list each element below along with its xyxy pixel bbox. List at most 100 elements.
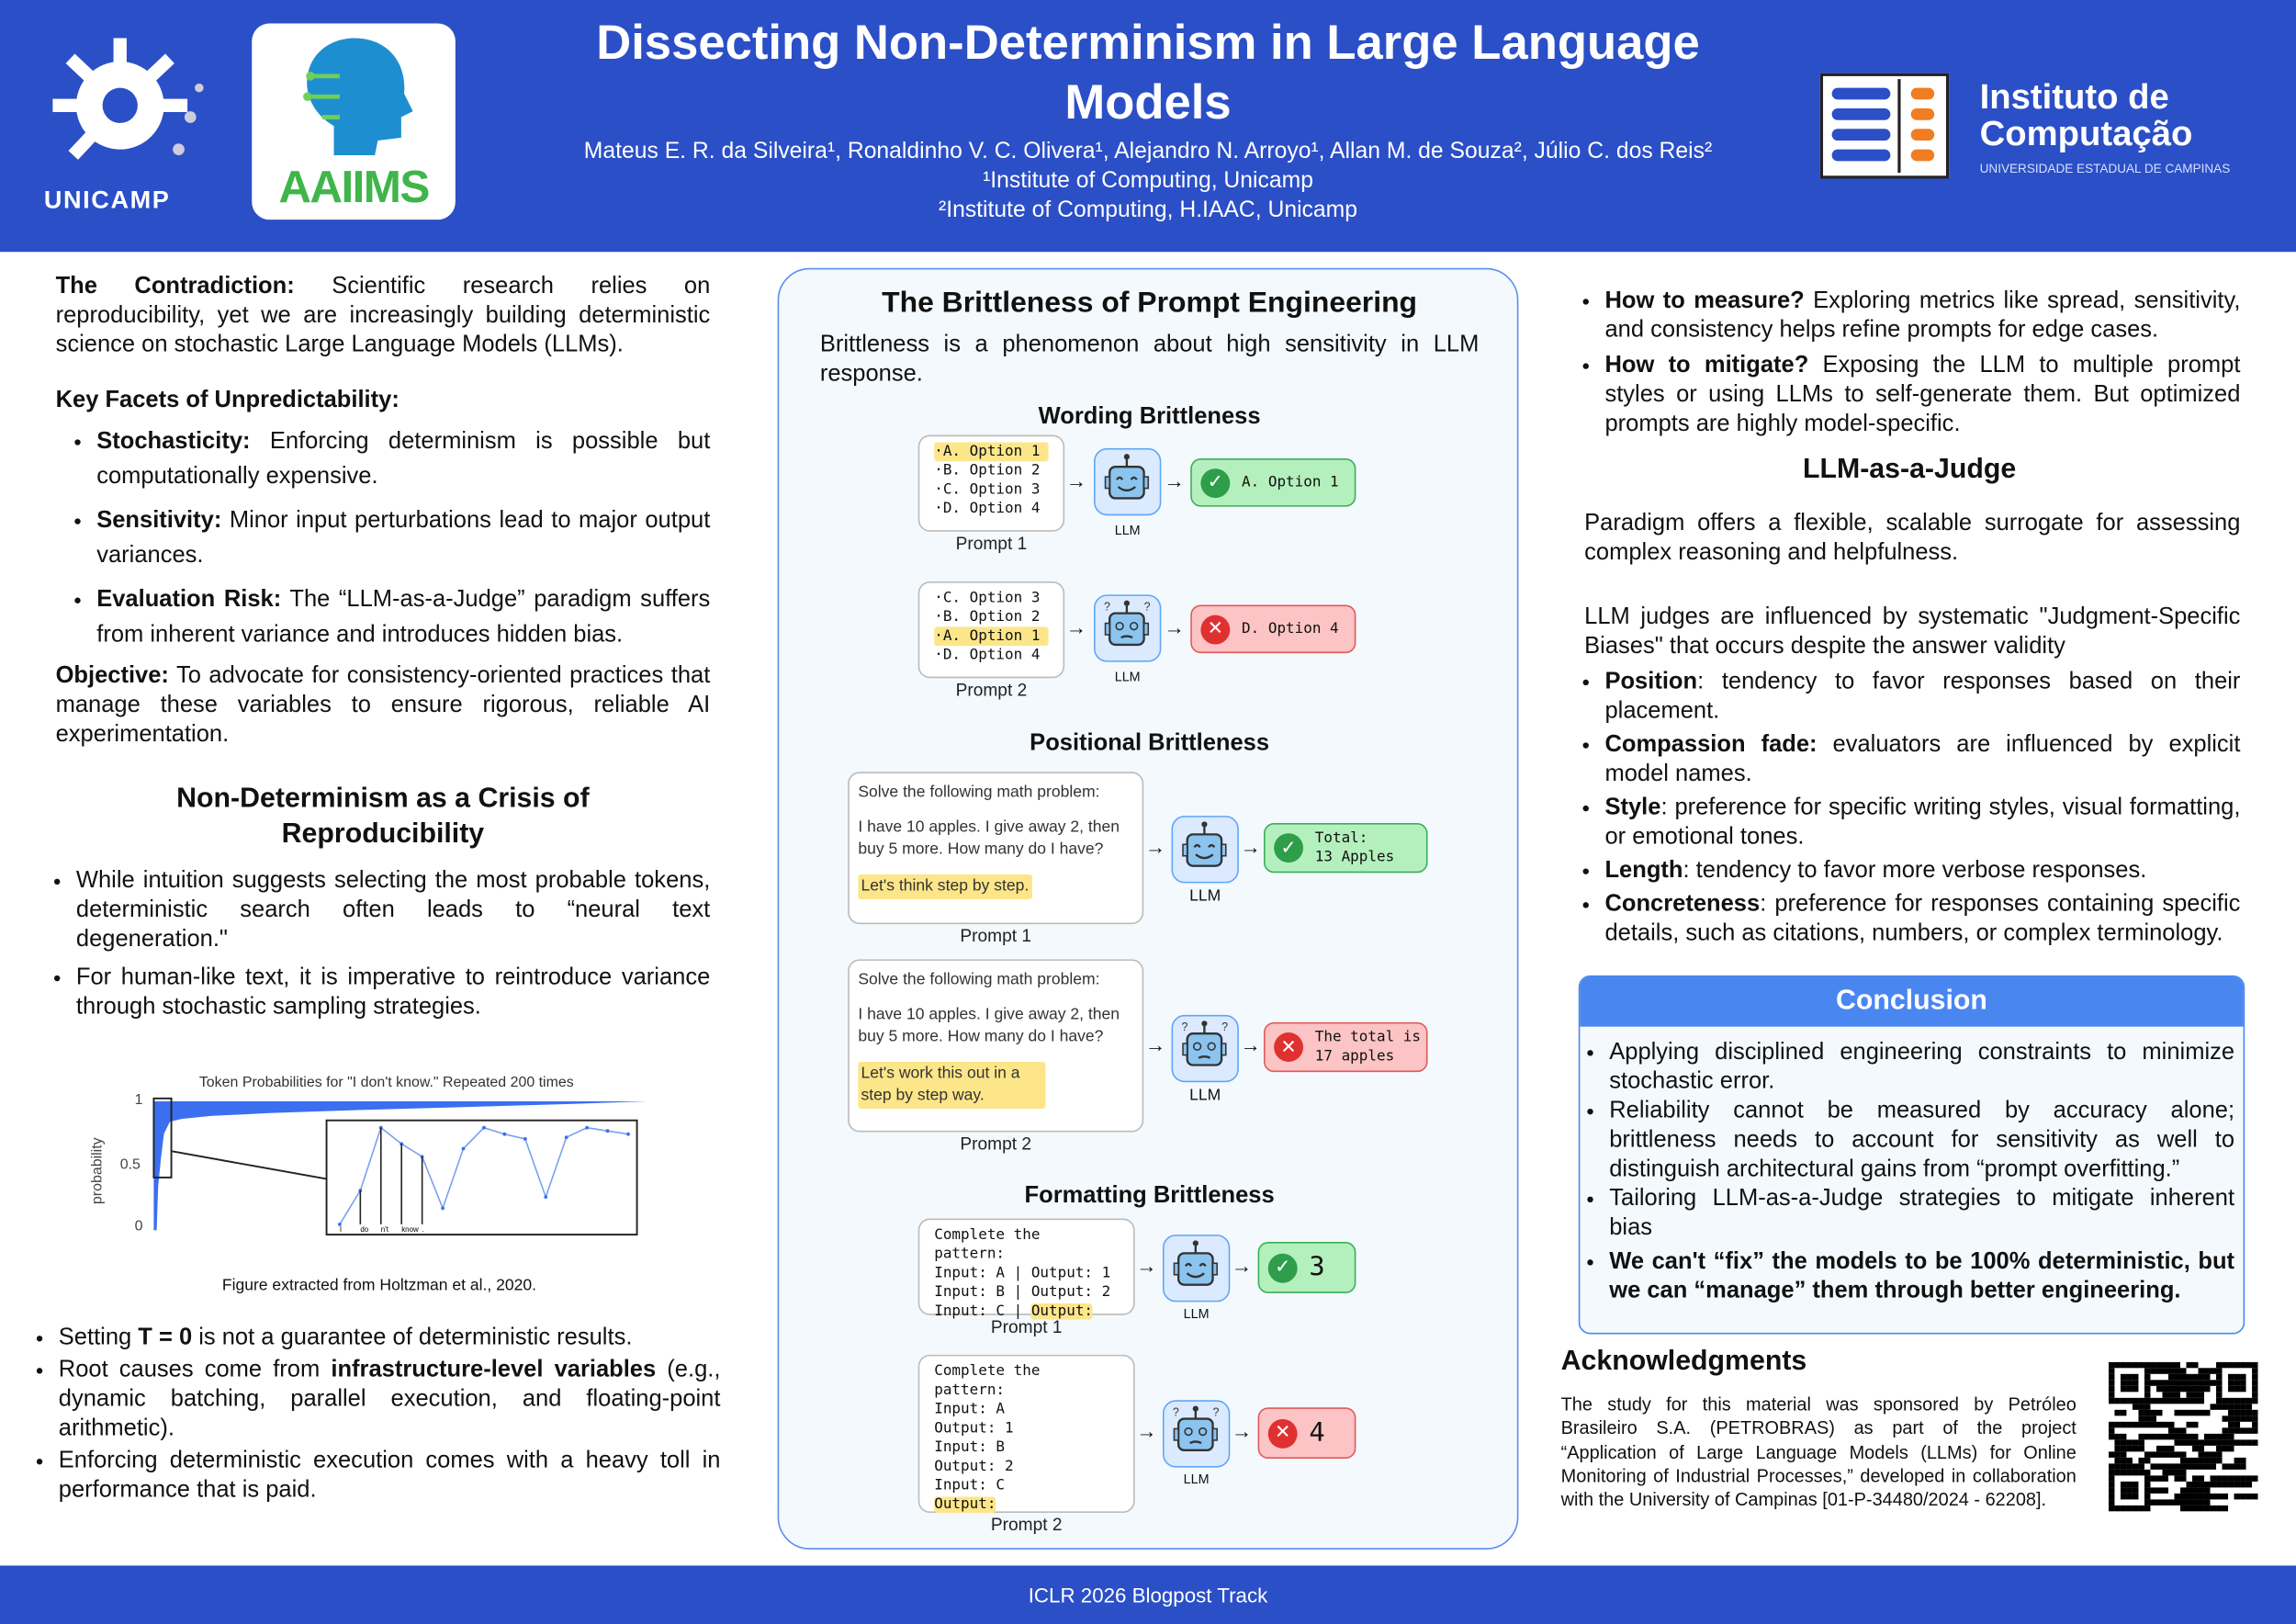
arrow-icon: → [1136,1253,1157,1278]
brittleness-panel: The Brittleness of Prompt Engineering Br… [777,267,1519,1550]
judge-intro: Paradigm offers a flexible, scalable sur… [1584,511,2241,566]
prompt-label: Prompt 1 [960,925,1032,946]
poster-header: UNICAMP AAIIMS Dissecting Non-Determinis… [0,0,2296,253]
bullet-label: How to measure? [1604,288,1805,314]
author-list: Mateus E. R. da Silveira¹, Ronaldinho V.… [439,138,1856,226]
arrow-icon: → [1231,1418,1253,1443]
prompt-label: Prompt 2 [960,1133,1032,1155]
item-text: is not a guarantee of deterministic resu… [192,1325,633,1351]
facet-item: Sensitivity: Minor input perturbations l… [96,503,710,574]
prompt-hint: Output: [934,1496,996,1514]
prompt-line: Output: 1 [934,1420,1014,1438]
check-icon: ✓ [1267,1253,1298,1282]
llm-robot-happy-icon [1162,1235,1231,1303]
ic-logo-line1: Instituto de [1979,77,2169,118]
left-column: The Contradiction: Scientific research r… [56,273,711,1032]
arrow-icon: → [1164,468,1185,492]
token-probability-figure: Token Probabilities for "I don't know." … [90,1069,665,1303]
llm-label: LLM [1189,1087,1221,1105]
prompt-line: I have 10 apples. I give away 2, then bu… [858,818,1120,859]
output-text: 4 [1309,1417,1325,1449]
inset-point [441,1206,445,1211]
conclusion-box: Conclusion Applying disciplined engineer… [1578,975,2245,1335]
arrow-icon: → [1144,834,1166,859]
root-cause-item: Enforcing deterministic execution comes … [59,1447,721,1506]
option: ·A. Option 1 [934,442,1049,462]
prompt-line: Output: 2 [934,1459,1014,1475]
token-label: I [340,1225,342,1234]
prompt-label: Prompt 1 [955,533,1028,554]
option: ·D. Option 4 [934,501,1041,517]
svg-text:?: ? [1144,601,1151,614]
inset-point [482,1125,486,1130]
conclusion-final: We can't “fix” the models to be 100% det… [1609,1247,2234,1306]
output-text: 3 [1309,1252,1325,1283]
prompt-line: Input: C [934,1477,1006,1494]
inset-point [523,1137,527,1141]
arrow-icon: → [1240,834,1261,859]
inset-point [337,1223,342,1226]
crisis-item: For human-like text, it is imperative to… [76,964,710,1022]
ic-logo-subtitle: UNIVERSIDADE ESTADUAL DE CAMPINAS [1979,161,2231,176]
bias-label: Style [1604,795,1661,820]
objective-text: To advocate for consistency-oriented pra… [55,663,711,748]
facet-label: Sensitivity: [96,508,222,534]
bias-item: Concreteness: preference for responses c… [1604,890,2240,949]
arrow-icon: → [1240,1032,1261,1056]
prompt-line: Input: B [934,1439,1006,1456]
brittleness-intro: Brittleness is a phenomenon about high s… [819,332,1480,387]
abacus-logo-icon [1819,73,1950,179]
formatting-prompt-1: Complete the pattern: Input: A | Output:… [917,1218,1135,1320]
output-text: The total is 17 apples [1314,1029,1421,1066]
inset-point [626,1132,630,1136]
arrow-icon: → [1065,468,1087,492]
llm-robot-happy-icon [1094,447,1162,516]
output-text: D. Option 4 [1242,621,1339,637]
ai-head-icon [303,38,413,156]
prompt-line: Input: C | [934,1303,1031,1320]
token-label: know [401,1225,419,1234]
bias-text: : tendency to favor responses based on t… [1604,669,2241,724]
arrow-icon: → [1164,615,1185,639]
correct-output: ✓3 [1257,1242,1356,1293]
inset-point [502,1132,507,1136]
facet-label: Evaluation Risk: [96,587,282,613]
bias-label: Compassion fade: [1604,732,1818,758]
token-label: n't [381,1225,389,1234]
option: ·C. Option 3 [934,481,1041,499]
conclusion-list: Applying disciplined engineering constra… [1580,1027,2243,1307]
token-label: do [360,1225,368,1234]
inset-point [585,1125,590,1130]
bias-text: evaluators are influenced by explicit mo… [1604,732,2241,787]
bullet-label: How to mitigate? [1604,353,1809,378]
facet-text: Enforcing determinism is possible but co… [96,429,711,490]
x-icon: ✕ [1267,1418,1298,1449]
wrong-output: ✕D. Option 4 [1190,604,1356,654]
wording-title: Wording Brittleness [1038,404,1261,430]
positional-prompt-1: Solve the following math problem: I have… [848,772,1144,925]
affiliation-1: ¹Institute of Computing, Unicamp [983,168,1313,194]
footer-text: ICLR 2026 Blogpost Track [1028,1583,1268,1607]
prompt-line: Input: A | Output: 1 [934,1265,1111,1282]
prompt-label: Prompt 1 [990,1316,1063,1337]
conclusion-item: Tailoring LLM-as-a-Judge strategies to m… [1609,1185,2234,1244]
bullet-item: How to mitigate? Exposing the LLM to mul… [1604,352,2240,440]
item-bold: T = 0 [138,1325,193,1351]
affiliation-2: ²Institute of Computing, H.IAAC, Unicamp [938,197,1358,223]
item-text: Enforcing deterministic execution comes … [58,1448,721,1503]
bias-text: : preference for specific writing styles… [1604,795,2241,850]
formatting-title: Formatting Brittleness [1024,1183,1275,1209]
crisis-list: While intuition suggests selecting the m… [56,867,710,1022]
prompt-label: Prompt 2 [990,1514,1063,1535]
ack-text: The study for this material was sponsore… [1560,1393,2077,1511]
aaiims-logo: AAIIMS [252,23,456,220]
inset-point [564,1135,568,1140]
qr-code[interactable] [2108,1361,2258,1512]
prompt-label: Prompt 2 [955,679,1028,701]
llm-label: LLM [1114,523,1141,538]
check-icon: ✓ [1274,833,1304,863]
aaiims-logo-text: AAIIMS [278,161,430,213]
llm-robot-confused-icon: ?? [1171,1014,1239,1083]
prompt-line: Input: B | Output: 2 [934,1284,1111,1301]
